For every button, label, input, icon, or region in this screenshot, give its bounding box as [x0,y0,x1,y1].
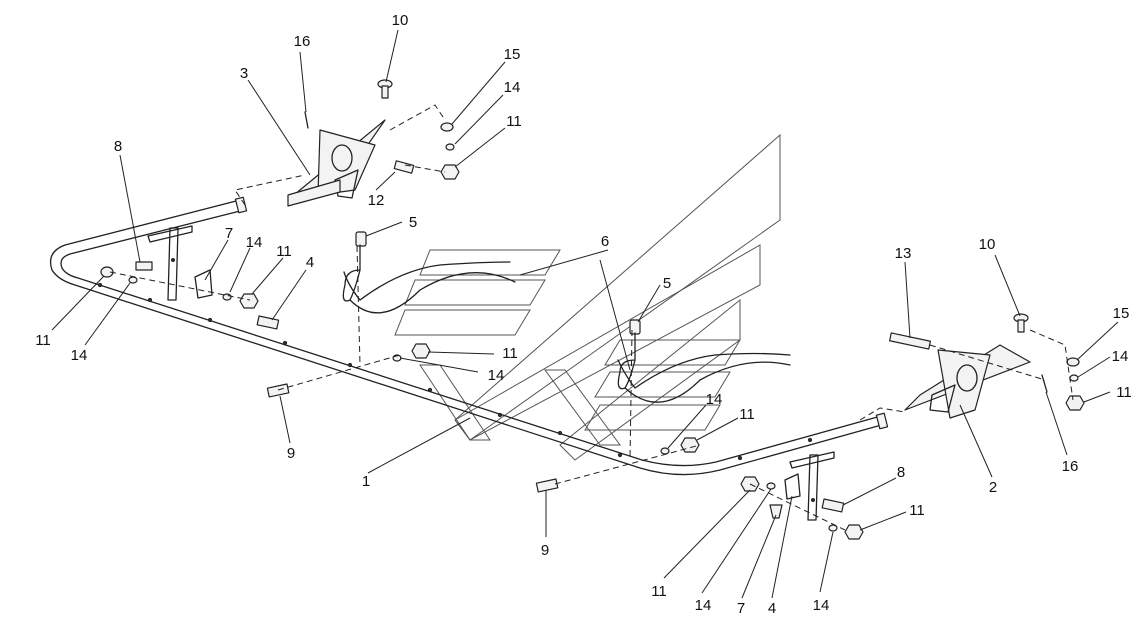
callout-14-middle: 14 [488,367,505,384]
callout-11-center-right: 11 [739,406,755,423]
callout-14-center-right: 14 [706,391,723,408]
callout-14-right: 14 [1112,348,1129,365]
callout-14-bottom-left: 14 [695,597,712,614]
callout-16-top: 16 [294,33,311,50]
right-spring [617,319,791,403]
callout-15-top: 15 [504,46,521,63]
callout-15-right: 15 [1113,305,1130,322]
left-bracket [287,119,386,207]
callout-11-left-upper: 11 [276,243,292,260]
left-spring [342,231,516,314]
callout-9-right: 9 [541,542,549,559]
callout-7-left: 7 [225,225,233,242]
callout-11-right: 11 [1116,384,1132,401]
callout-12: 12 [368,192,385,209]
callout-8-left: 8 [114,138,122,155]
callout-16-right: 16 [1062,458,1079,475]
callout-11-bottom-right: 11 [909,502,925,519]
callout-14-left-upper: 14 [246,234,263,251]
callout-14-bottom-right: 14 [813,597,830,614]
callout-9-left: 9 [287,445,295,462]
callout-13: 13 [895,245,912,262]
callout-5-right: 5 [663,275,671,292]
callout-14-left-lower: 14 [71,347,88,364]
callout-1: 1 [362,473,370,490]
main-rail [49,196,889,476]
callout-11-bottom: 11 [651,583,667,600]
callout-7-right: 7 [737,600,745,617]
callout-labels: 1 2 3 4 4 5 5 6 7 7 8 8 9 9 10 10 11 11 … [35,12,1132,617]
assembly-lines [109,104,1074,531]
callout-11-top: 11 [506,113,522,130]
watermark-logo [394,133,781,461]
callout-5-left: 5 [409,214,417,231]
callout-10-top: 10 [392,12,409,29]
fasteners [100,79,1085,540]
callout-3: 3 [240,65,248,82]
callout-6: 6 [601,233,609,250]
callout-4-left: 4 [306,254,314,271]
callout-11-left-lower: 11 [35,332,51,349]
leader-lines [51,29,1119,599]
right-bracket [904,344,1031,419]
right-post [789,451,835,521]
callout-4-right: 4 [768,600,776,617]
callout-2: 2 [989,479,997,496]
callout-11-middle: 11 [502,345,518,362]
callout-10-right: 10 [979,236,996,253]
callout-8-right: 8 [897,464,905,481]
callout-14-top: 14 [504,79,521,96]
left-post [147,225,193,301]
